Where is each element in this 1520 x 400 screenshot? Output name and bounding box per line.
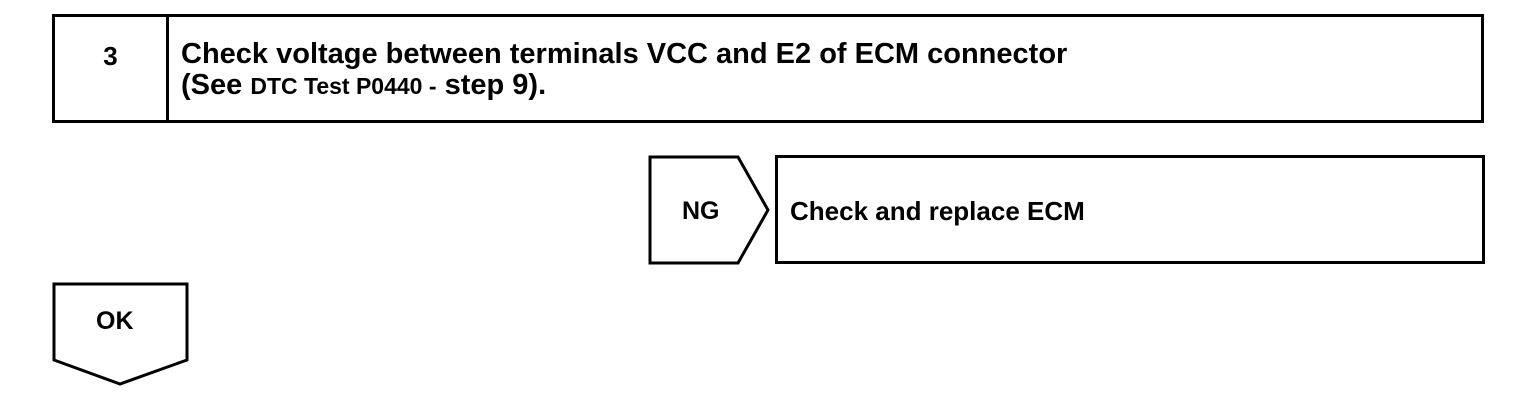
- ng-action-box: Check and replace ECM: [775, 155, 1485, 264]
- step-reference: (See DTC Test P0440 - step 9).: [181, 70, 1481, 102]
- step-number: 3: [55, 17, 169, 120]
- step-box: 3 Check voltage between terminals VCC an…: [52, 14, 1484, 123]
- ng-arrow-tag: [648, 155, 770, 265]
- ok-arrow-tag: [52, 282, 189, 386]
- step-title: Check voltage between terminals VCC and …: [181, 38, 1068, 70]
- ok-label: OK: [96, 307, 134, 335]
- step-instruction: Check voltage between terminals VCC and …: [169, 17, 1481, 120]
- reference-open: (See: [181, 69, 243, 101]
- ng-label: NG: [682, 197, 720, 225]
- reference-dtc-test: DTC Test P0440 -: [250, 73, 437, 99]
- reference-close: step 9).: [444, 69, 547, 101]
